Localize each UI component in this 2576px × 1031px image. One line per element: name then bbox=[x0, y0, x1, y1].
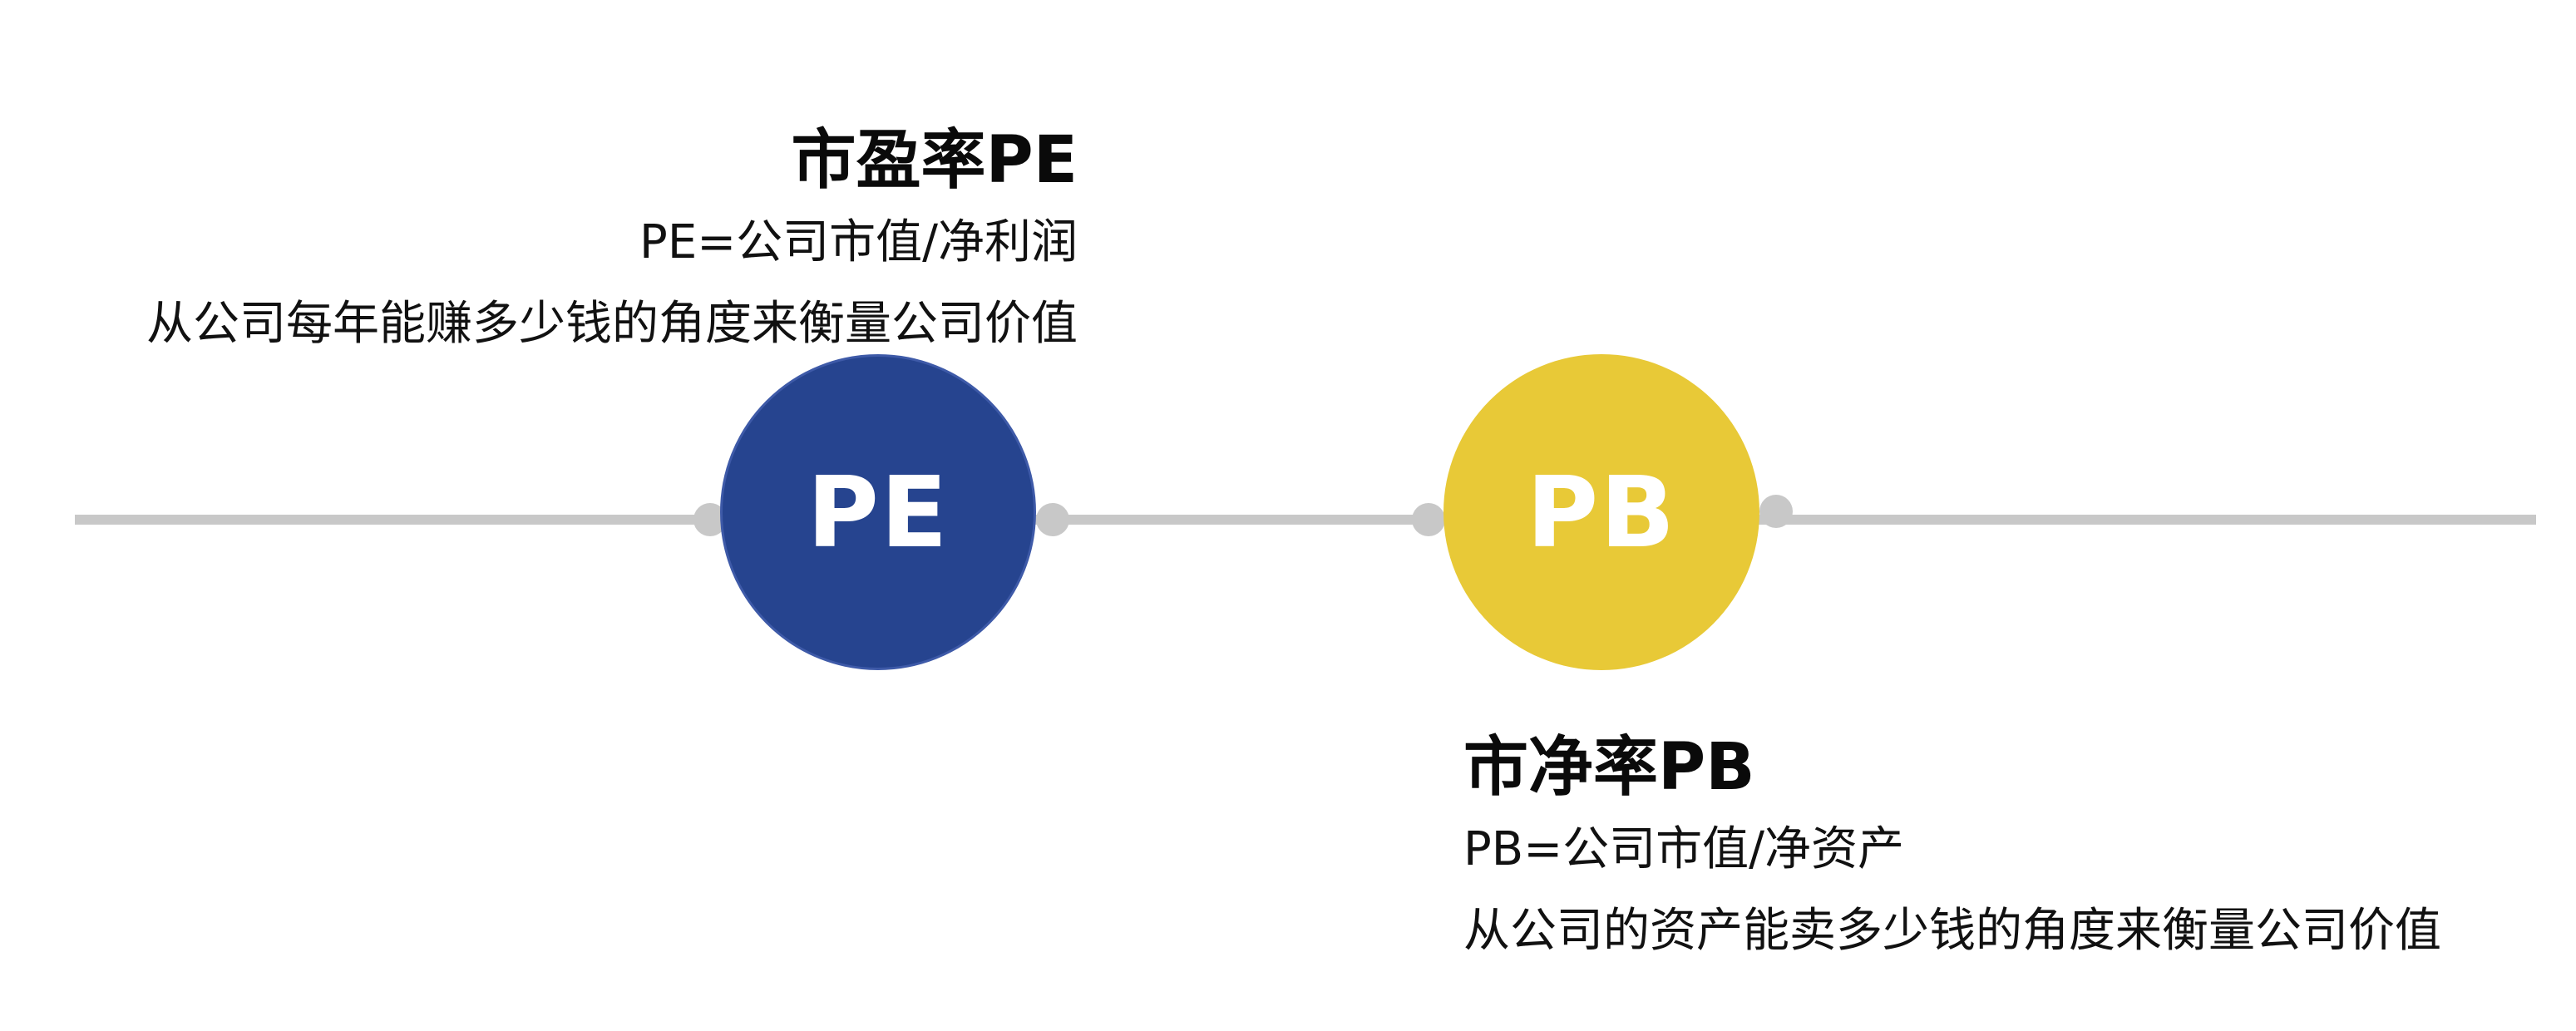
pe-title: 市盈率PE bbox=[791, 123, 1078, 198]
pb-description: 从公司的资产能卖多少钱的角度来衡量公司价值 bbox=[1463, 904, 2441, 958]
connector-dot-pb-right bbox=[1759, 495, 1793, 528]
pb-circle-label: PB bbox=[1526, 455, 1677, 570]
connector-dot-pe-right bbox=[1036, 503, 1069, 536]
pe-circle: PE bbox=[720, 354, 1036, 670]
pb-title: 市净率PB bbox=[1463, 730, 1755, 805]
timeline-line bbox=[75, 515, 2536, 525]
connector-dot-pb-left bbox=[1412, 503, 1445, 536]
pe-description: 从公司每年能赚多少钱的角度来衡量公司价值 bbox=[146, 297, 1078, 351]
pb-formula: PB=公司市值/净资产 bbox=[1463, 822, 1904, 876]
pe-formula: PE=公司市值/净利润 bbox=[639, 215, 1078, 269]
pb-circle: PB bbox=[1443, 354, 1759, 670]
pe-circle-label: PE bbox=[807, 455, 950, 570]
